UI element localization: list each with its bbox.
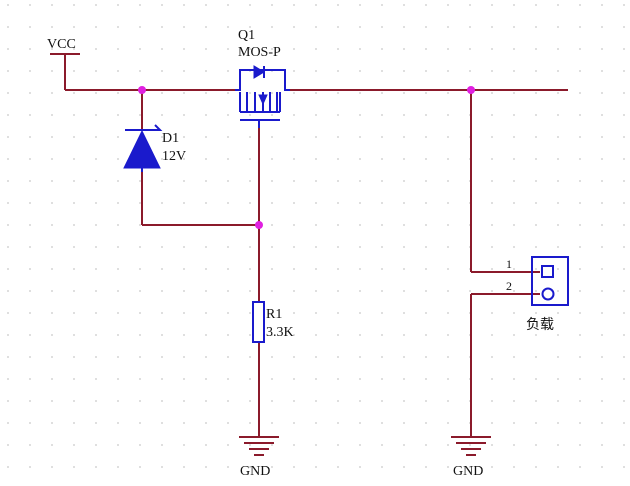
junction-dot: [467, 86, 475, 94]
junction-dot: [255, 221, 263, 229]
grid-dots: [7, 4, 625, 468]
zener-d1: D1 12V: [123, 90, 259, 226]
connector-pin-2: 2: [506, 279, 512, 293]
junction-dot: [138, 86, 146, 94]
resistor-ref: R1: [266, 307, 282, 322]
mosfet-q1: Q1 MOS-P: [235, 28, 290, 128]
zener-value: 12V: [162, 149, 186, 164]
vcc-label: VCC: [47, 37, 76, 52]
mosfet-value: MOS-P: [238, 45, 281, 60]
connector-load: 1 2 负载: [506, 256, 569, 333]
right-branch-wires: [470, 90, 540, 437]
gnd-label-left: GND: [240, 464, 270, 479]
resistor-r1: R1 3.3K: [252, 301, 294, 343]
connector-pin-1: 1: [506, 257, 512, 271]
junctions: [138, 86, 475, 229]
connector-label: 负载: [526, 317, 554, 333]
gnd-label-right: GND: [453, 464, 483, 479]
vcc-symbol: VCC: [47, 37, 80, 90]
resistor-value: 3.3K: [266, 325, 294, 340]
zener-ref: D1: [162, 131, 179, 146]
gnd-symbol-left: GND: [239, 436, 279, 479]
mosfet-ref: Q1: [238, 28, 255, 43]
gnd-symbol-right: GND: [451, 436, 491, 479]
